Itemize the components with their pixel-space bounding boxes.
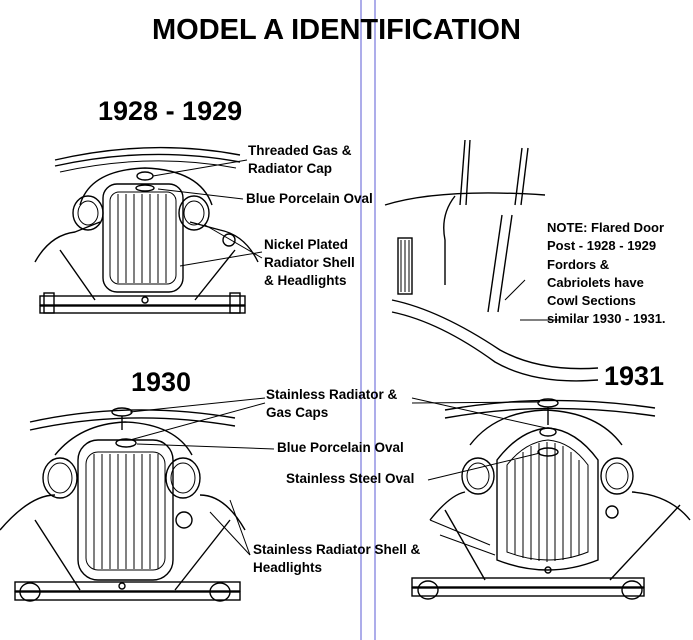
leaders-1930 [129, 397, 275, 556]
label-gas-cap-1928: Threaded Gas & Radiator Cap [248, 143, 352, 176]
label-stainless-steel-oval: Stainless Steel Oval [286, 471, 415, 486]
label-stainless-shell: Stainless Radiator Shell & Headlights [253, 542, 421, 575]
car-1930-drawing [0, 407, 246, 602]
door-post-drawing [384, 139, 599, 382]
year-1931-heading: 1931 [604, 361, 665, 391]
label-blue-oval-1930: Blue Porcelain Oval [277, 440, 404, 455]
leaders-1928 [152, 159, 263, 267]
label-blue-oval-1928: Blue Porcelain Oval [246, 191, 373, 206]
year-1928-heading: 1928 - 1929 [98, 96, 243, 126]
label-stainless-caps: Stainless Radiator & Gas Caps [266, 387, 398, 420]
year-1930-heading: 1930 [131, 367, 192, 397]
note-flared-door-post: NOTE: Flared Door Post - 1928 - 1929 For… [547, 220, 666, 327]
car-1931-drawing [411, 398, 691, 600]
label-shell-1928: Nickel Plated Radiator Shell & Headlight… [264, 237, 355, 288]
leaders-1931 [411, 397, 547, 556]
page-title: MODEL A IDENTIFICATION [152, 14, 521, 46]
car-1928-drawing [34, 146, 259, 314]
